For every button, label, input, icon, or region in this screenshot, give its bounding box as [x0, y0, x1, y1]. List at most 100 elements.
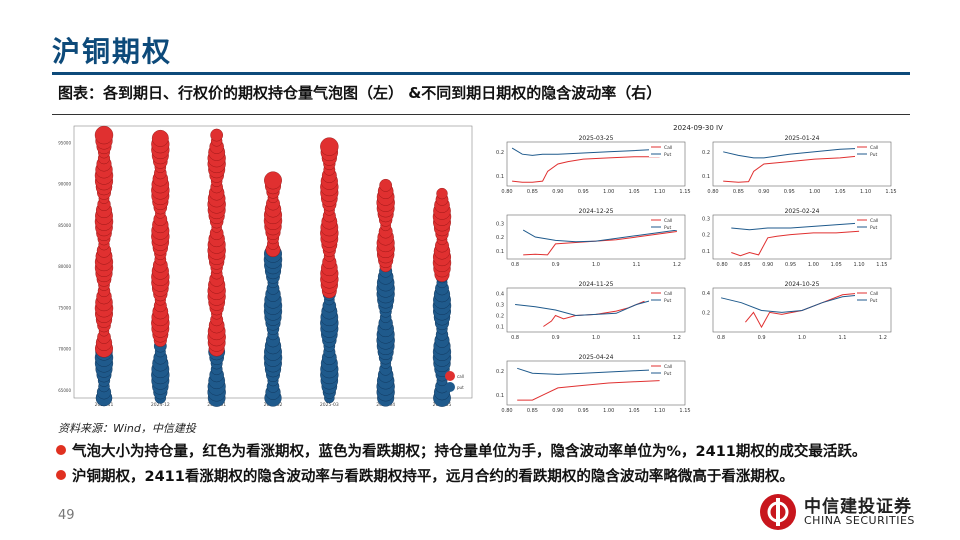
chart-title: 2024-09-30 IV: [673, 124, 723, 132]
call-bubble: [151, 129, 169, 147]
iv-chart: 2024-09-30 IV 2025-03-25 0.1 0.2 0.80 0.85 0.9…: [496, 124, 897, 414]
title-divider: [52, 72, 910, 75]
legend-bg: [649, 362, 683, 369]
y-tick-label: 0.2: [496, 150, 504, 156]
legend-label: Call: [664, 364, 672, 370]
series-line-call: [512, 156, 660, 183]
y-tick-label: 0.2: [496, 314, 504, 320]
series-line-put: [522, 229, 677, 243]
bullet-list: 气泡大小为持仓量，红色为看涨期权，蓝色为看跌期权；持仓量单位为手，隐含波动率单位…: [56, 440, 936, 490]
x-tick-label: 0.90: [758, 189, 769, 195]
x-tick-label: 1.2: [673, 335, 681, 341]
x-tick-label: 1.00: [603, 189, 614, 195]
logo-name-en: CHINA SECURITIES: [804, 514, 915, 527]
y-tick-label: 80000: [58, 264, 71, 269]
x-tick-label: 1.00: [603, 408, 614, 414]
panel-title: 2025-02-24: [785, 208, 820, 215]
iv-chart-panel: 2024-09-30 IV 2025-03-25 0.1 0.2 0.80 0.85 0.9…: [487, 120, 910, 414]
x-tick-label: 1.0: [592, 262, 600, 268]
x-tick-label: 1.10: [860, 189, 871, 195]
x-tick-label: 0.8: [511, 262, 519, 268]
series-line-call: [745, 292, 863, 329]
x-tick-label: 0.9: [758, 335, 766, 341]
legend-label: Call: [870, 291, 878, 297]
legend-bg: [649, 223, 683, 230]
x-tick-label: 1.10: [654, 189, 665, 195]
y-tick-label: 0.3: [702, 216, 710, 222]
legend-bg: [855, 143, 889, 150]
caption-divider: [52, 114, 910, 115]
call-bubble: [436, 187, 448, 200]
x-tick-label: 0.85: [527, 189, 538, 195]
legend-label: Put: [664, 225, 671, 231]
legend-bg: [649, 143, 683, 150]
x-tick-label: 1.1: [632, 262, 640, 268]
series-line-put: [517, 367, 660, 375]
legend-label: Put: [870, 152, 877, 158]
x-tick-label: 1.10: [654, 408, 665, 414]
y-tick-label: 0.2: [702, 310, 710, 316]
x-tick-label: 1.0: [592, 335, 600, 341]
y-tick-label: 90000: [58, 182, 71, 187]
y-tick-label: 0.4: [496, 292, 504, 298]
y-tick-label: 0.3: [496, 221, 504, 227]
y-tick-label: 0.2: [496, 235, 504, 241]
x-tick-label: 1.15: [876, 262, 887, 268]
x-tick-label: 0.95: [578, 189, 589, 195]
x-tick-label: 0.85: [527, 408, 538, 414]
y-tick-label: 0.1: [496, 174, 504, 180]
figure-caption: 图表：各到期日、行权价的期权持仓量气泡图（左） &不同到期日期权的隐含波动率（右…: [58, 84, 662, 102]
x-tick-label: 1.2: [879, 335, 887, 341]
series-line-call: [731, 230, 860, 257]
x-tick-label: 0.80: [707, 189, 718, 195]
y-tick-label: 0.1: [702, 174, 710, 180]
bullet-item: 沪铜期权，2411看涨期权的隐含波动率与看跌期权持平，远月合约的看跌期权的隐含波…: [56, 465, 936, 490]
bubble-chart: 650007000075000800008500090000950002024-…: [58, 125, 473, 408]
x-tick-label: 0.85: [739, 262, 750, 268]
x-tick-label: 1.10: [853, 262, 864, 268]
panel-title: 2025-03-25: [579, 135, 614, 142]
x-tick-label: 1.15: [679, 408, 690, 414]
panel-title: 2024-11-25: [579, 281, 614, 288]
x-tick-label: 0.90: [552, 408, 563, 414]
legend-label: put: [457, 385, 464, 390]
x-tick-label: 1.2: [673, 262, 681, 268]
series-line-put: [515, 298, 657, 317]
series-line-call: [723, 154, 866, 183]
y-tick-label: 0.3: [496, 303, 504, 309]
panel-title: 2025-01-24: [785, 135, 820, 142]
call-bubble: [264, 171, 282, 190]
legend-bg: [649, 289, 683, 296]
legend-label: Call: [664, 145, 672, 151]
x-tick-label: 2025-03: [320, 402, 339, 408]
legend-bg: [649, 216, 683, 223]
series-line-put: [720, 294, 863, 313]
y-tick-label: 95000: [58, 140, 71, 145]
page-number: 49: [58, 508, 75, 523]
x-tick-label: 0.80: [501, 408, 512, 414]
call-bubble: [210, 128, 224, 142]
x-tick-label: 1.1: [838, 335, 846, 341]
bullet-dot-icon: [56, 470, 66, 480]
legend-bg: [855, 296, 889, 303]
x-tick-label: 1.1: [632, 335, 640, 341]
legend-label: Put: [870, 298, 877, 304]
x-tick-label: 1.15: [679, 189, 690, 195]
citic-emblem-icon: [760, 494, 796, 530]
call-bubble: [94, 125, 114, 145]
logo-name-cn: 中信建投证券: [804, 497, 912, 517]
page-title: 沪铜期权: [52, 35, 173, 68]
legend-bg: [855, 150, 889, 157]
legend-label: Put: [664, 371, 671, 377]
x-tick-label: 0.9: [552, 335, 560, 341]
x-tick-label: 0.80: [717, 262, 728, 268]
x-tick-label: 1.0: [798, 335, 806, 341]
x-tick-label: 0.9: [552, 262, 560, 268]
y-tick-label: 65000: [58, 388, 71, 393]
panel-title: 2024-10-25: [785, 281, 820, 288]
x-tick-label: 0.90: [762, 262, 773, 268]
